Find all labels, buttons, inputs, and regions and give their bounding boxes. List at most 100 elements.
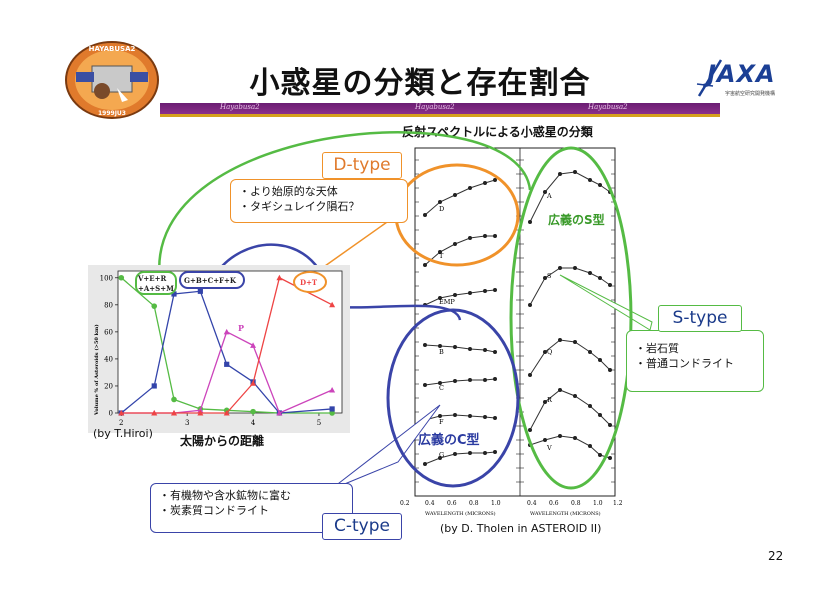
spectrum-point: [453, 242, 457, 246]
spectrum-point: [423, 343, 427, 347]
x-axis-title-right: WAVELENGTH (MICRONS): [530, 510, 601, 517]
y-tick-label: 0: [109, 410, 113, 418]
row-label-v: V: [546, 444, 552, 452]
spectrum-point: [423, 263, 427, 267]
x-tick-label: 0.8: [571, 500, 581, 507]
spectrum-point: [528, 220, 532, 224]
x-tick-label: 0.4: [425, 500, 435, 507]
chart-credit: (by T.Hiroi): [93, 427, 153, 440]
s-type-note: ・普通コンドライト: [635, 357, 734, 370]
jaxa-swoosh-icon: [696, 59, 723, 97]
spectrum-point: [573, 340, 577, 344]
spectrum-point: [588, 444, 592, 448]
d-type-note: ・より始原的な天体: [239, 185, 338, 198]
spectrum-point: [608, 456, 612, 460]
data-point: [223, 410, 230, 416]
data-point: [197, 288, 203, 294]
c-group-label: 広義のC型: [418, 433, 480, 448]
x-tick-labels: 0.2 0.4 0.6 0.8 1.0 0.4 0.6 0.8 1.0 1.2: [400, 500, 623, 507]
spectrum-point: [468, 451, 472, 455]
spectrum-point: [493, 350, 497, 354]
spectrum-point: [483, 234, 487, 238]
data-point: [151, 410, 158, 416]
spectrum-point: [598, 276, 602, 280]
row-label-q: Q: [547, 348, 552, 356]
spectrum-point: [438, 381, 442, 385]
spectrum-point: [438, 200, 442, 204]
spectrum-point: [543, 438, 547, 442]
x-tick-label: 0.4: [527, 500, 537, 507]
data-point: [171, 410, 177, 416]
spectrum-point: [598, 358, 602, 362]
row-label-c: C: [439, 384, 444, 392]
spectrum-point: [558, 266, 562, 270]
s-type-label: S-type: [658, 305, 742, 332]
spectrum-point: [528, 373, 532, 377]
spectrum-point: [493, 416, 497, 420]
x-tick-label: 1.0: [491, 500, 501, 507]
spectrum-point: [438, 250, 442, 254]
hayabusa2-mission-logo: HAYABUSA2 1999JU3: [65, 41, 159, 119]
data-point: [329, 387, 336, 393]
spectrum-point: [453, 413, 457, 417]
spectrum-point: [493, 234, 497, 238]
spectrum-point: [423, 462, 427, 466]
chart-series: [118, 274, 336, 416]
spectrum-point: [598, 183, 602, 187]
data-point: [329, 301, 336, 308]
data-point: [118, 274, 125, 281]
spectrum-point: [468, 378, 472, 382]
spectrum-point: [543, 400, 547, 404]
row-label-s: S: [547, 272, 551, 280]
spectrum-point: [453, 293, 457, 297]
spectrum-point: [423, 383, 427, 387]
row-label-d: D: [439, 205, 444, 213]
spectrum-point: [543, 190, 547, 194]
spectrum-point: [453, 379, 457, 383]
spectrum-point: [438, 414, 442, 418]
spectrum-point: [468, 414, 472, 418]
spectrum-point: [588, 178, 592, 182]
spectrum-point: [588, 350, 592, 354]
x-tick-label: 0.6: [447, 500, 457, 507]
s-type-note: ・岩石質: [635, 342, 679, 355]
spectrum-point: [468, 186, 472, 190]
data-point: [223, 328, 230, 335]
spectrum-point: [483, 181, 487, 185]
x-tick-label: 2: [119, 419, 123, 427]
spectrum-point: [468, 347, 472, 351]
spectrum-point: [438, 456, 442, 460]
spectrum-point: [528, 428, 532, 432]
spectrum-point: [588, 404, 592, 408]
spectrum-point: [453, 193, 457, 197]
spectrum-point: [483, 378, 487, 382]
spectrum-point: [588, 271, 592, 275]
d-type-note: ・タギシュレイク隕石？: [239, 200, 360, 213]
spectrum-point: [438, 344, 442, 348]
jaxa-logo: JAXA 宇宙航空研究開発機構: [695, 58, 785, 104]
spectrum-point: [483, 451, 487, 455]
spectrum-point: [558, 388, 562, 392]
data-point: [197, 410, 204, 416]
x-tick-label: 0.8: [469, 500, 479, 507]
bar-tag: Hayabusa2: [588, 103, 628, 111]
row-label-g: G: [439, 451, 444, 459]
spectrum-point: [558, 434, 562, 438]
s-type-callout: ・岩石質 ・普通コンドライト: [626, 330, 764, 392]
bar-tag: Hayabusa2: [415, 103, 455, 111]
data-point: [329, 410, 335, 416]
x-axis-caption: 太陽からの距離: [180, 434, 265, 448]
spectrum-point: [453, 345, 457, 349]
row-label-f: F: [439, 418, 444, 426]
right-row-labels: A S Q R V: [546, 192, 553, 452]
annotation-vers-1: V+E+R: [137, 274, 166, 283]
c-type-note: ・有機物や含水鉱物に富む: [159, 489, 291, 502]
spectrum-point: [483, 289, 487, 293]
data-point: [250, 408, 256, 415]
row-label-t: T: [439, 252, 444, 260]
spectrum-point: [573, 394, 577, 398]
spectrum-point: [483, 348, 487, 352]
row-label-a: A: [546, 192, 552, 200]
header-bar: Hayabusa2 Hayabusa2 Hayabusa2: [160, 103, 720, 114]
